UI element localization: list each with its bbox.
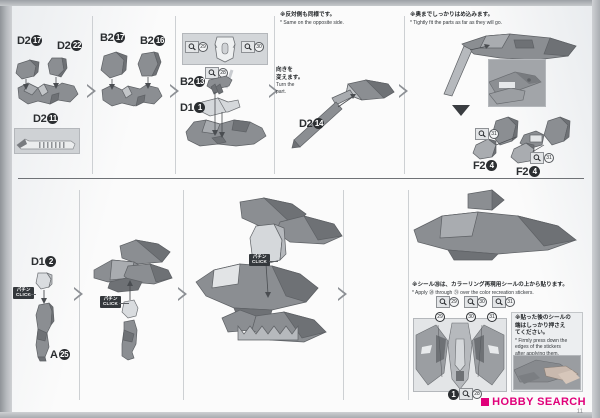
step-flow-arrow [178, 287, 188, 301]
step5-parts-art [472, 116, 571, 164]
magnifier-icon [459, 388, 473, 400]
page-edge-bottom [0, 412, 600, 418]
decal-number: 29 [449, 297, 459, 307]
step9-sticker-note: ※シール㉘は、カラーリング再現用シールの上から貼ります。 * Apply ㉘ t… [412, 282, 568, 296]
step4-note: ※反対側も同様です。 * Same on the opposite side. [280, 12, 344, 26]
step1-assembly-art [15, 57, 79, 105]
decal-callout: 30 [466, 312, 476, 322]
decal-callout: 29 [435, 312, 445, 322]
decal-number: 28 [472, 389, 482, 399]
page-edge-top [0, 0, 600, 6]
step9-press-note: ※貼った後のシールの 端はしっかり押さえ てください。 * Firmly pre… [515, 315, 571, 357]
click-badge: パチン CLICK [100, 296, 122, 308]
step-flow-arrow [399, 84, 409, 98]
step2-assembly-art [100, 51, 163, 107]
reference-photo [14, 128, 80, 154]
decal-number: 31 [544, 153, 554, 163]
magnifier-icon [464, 296, 478, 308]
step-flow-arrow [338, 287, 348, 301]
press-tip-photo [513, 355, 581, 390]
decal-number: 30 [477, 297, 487, 307]
watermark-text: HOBBY SEARCH [492, 396, 586, 408]
decal-number: 31 [505, 297, 515, 307]
step9-bottom-mark: 1 [447, 389, 459, 400]
page-number: 11 [576, 409, 583, 415]
decal-placement-diagram [413, 318, 507, 392]
magnifier-icon [185, 41, 199, 53]
click-badge: パチン CLICK [13, 287, 35, 299]
leader-line [269, 261, 278, 262]
magnifier-icon [436, 296, 450, 308]
step8-assembly-art [195, 197, 343, 343]
click-badge: パチン CLICK [249, 254, 271, 266]
step9-preview-art [413, 189, 577, 261]
step7-assembly-art [93, 239, 173, 361]
decal-number: 31 [489, 129, 499, 139]
decal-callout: 31 [487, 312, 497, 322]
step6-assembly-art [35, 272, 55, 362]
leader-line [29, 294, 36, 295]
step-flow-arrow [269, 84, 279, 98]
page-edge-right [592, 0, 600, 418]
step-down-arrow [452, 105, 470, 116]
magnifier-icon [530, 152, 544, 164]
decal-number: 30 [254, 42, 264, 52]
step-flow-arrow [87, 84, 97, 98]
decal-number: 29 [198, 42, 208, 52]
step5-note: ※奥までしっかりはめ込みます。 * Tightly fit the parts … [410, 12, 502, 26]
step3-assembly-art [185, 69, 267, 147]
watermark: HOBBY SEARCH [481, 396, 586, 408]
magnifier-icon [492, 296, 506, 308]
step4-turn-note: 向きを 変えます。 Turn the part. [276, 67, 304, 95]
step5-assembly-art [443, 33, 577, 97]
magnifier-icon [475, 128, 489, 140]
row-divider [18, 178, 584, 179]
page-gutter-left [0, 0, 12, 418]
column-divider [408, 190, 409, 400]
leader-line [119, 303, 129, 304]
watermark-logo-icon [481, 398, 490, 406]
step-flow-arrow [74, 287, 84, 301]
step5-detail-photo [488, 59, 546, 107]
step4-assembly-art [291, 79, 395, 149]
magnifier-icon [241, 41, 255, 53]
step-flow-arrow [170, 84, 180, 98]
